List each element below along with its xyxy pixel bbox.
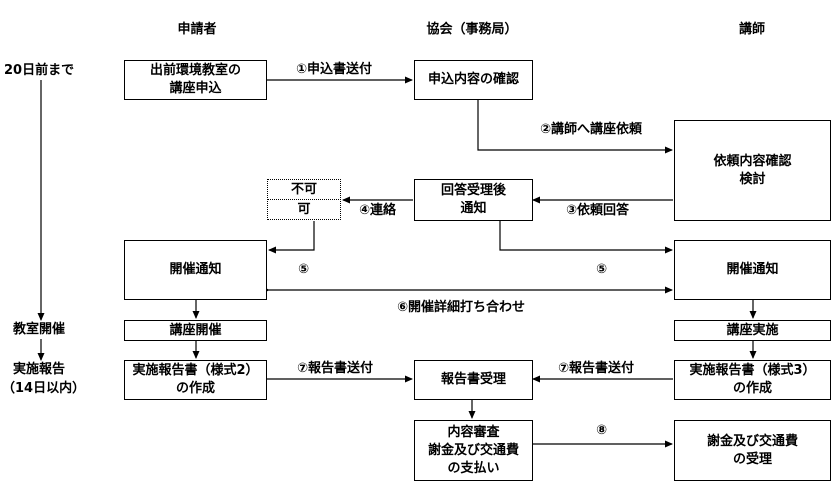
box-notify: 回答受理後 通知 [414,179,533,221]
arrow-step2 [477,100,673,154]
label-step2: ②講師へ講座依頼 [540,122,643,137]
box-applicant-report: 実施報告書（様式2） の作成 [124,360,267,400]
box-review: 依頼内容確認 検討 [674,120,831,221]
box-applicant-notice: 開催通知 [124,240,267,300]
box-confirm: 申込内容の確認 [414,60,533,100]
label-step8: ⑧ [596,423,608,438]
arrow-ok-to-notice [268,221,315,254]
box-lecturer-hold: 講座実施 [674,320,831,341]
box-lecturer-notice: 開催通知 [674,240,831,300]
timeline-report-deadline: （14日以内） [2,381,86,396]
box-apply: 出前環境教室の 講座申込 [124,60,267,100]
header-applicant: 申請者 [177,22,217,37]
label-step5-applicant: ⑤ [298,262,310,277]
box-lecturer-report: 実施報告書（様式3） の作成 [674,360,831,400]
label-step3: ③依頼回答 [566,203,630,218]
timeline-event: 教室開催 [13,322,66,337]
box-audit: 内容審査 謝金及び交通費 の支払い [414,420,533,481]
label-step5-lecturer: ⑤ [596,262,608,277]
label-step6: ⑥開催詳細打ち合わせ [397,300,526,315]
label-step4: ④連絡 [359,203,397,218]
header-lecturer: 講師 [738,22,766,37]
arrow-notify-to-lecturer [499,221,673,254]
box-applicant-hold: 講座開催 [124,320,267,341]
label-step7-lecturer: ⑦報告書送付 [558,361,635,376]
box-receive-report: 報告書受理 [414,360,533,400]
header-association: 協会（事務局） [426,22,518,37]
box-not-ok: 不可 [267,179,341,200]
timeline-deadline: 20日前まで [4,63,75,78]
box-ok: 可 [267,199,341,220]
box-payment-receipt: 謝金及び交通費 の受理 [674,420,831,481]
timeline-report: 実施報告 [13,362,66,377]
label-step1: ①申込書送付 [296,62,373,77]
label-step7-applicant: ⑦報告書送付 [297,361,374,376]
